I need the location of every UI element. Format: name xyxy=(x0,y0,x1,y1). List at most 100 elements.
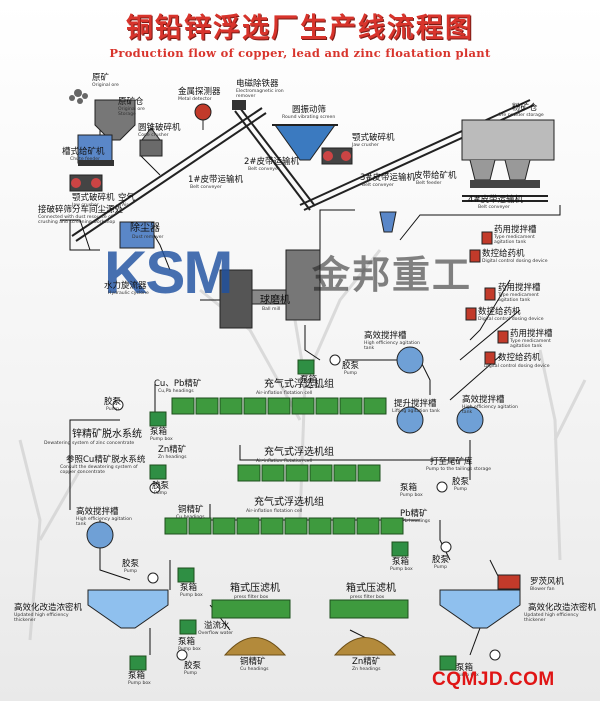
thickener-right-icon xyxy=(439,589,521,629)
ball-mill-icon xyxy=(219,249,321,329)
label-pump-box-1: 泵箱 xyxy=(300,375,318,385)
label-flot-group-3: 充气式浮选机组 xyxy=(254,497,324,508)
label-pump-box-3-en: Pump box xyxy=(400,493,423,498)
label-reagent-tank-1-en: Type medicament agitation tank xyxy=(494,235,535,245)
label-reagent-feeder-3-en: Digital control dosing device xyxy=(484,364,550,369)
label-magnetic-remover-en: Electromagnetic iron remover xyxy=(236,89,284,99)
label-cone-crusher-en: Cone crusher xyxy=(138,133,169,138)
label-flot-group-2-en: Air-inflation flotation cell xyxy=(256,459,313,464)
label-thickener-left: 高效化改造浓密机 xyxy=(14,603,83,613)
label-cupb-concentrate-en: Cu,Pb headings xyxy=(158,389,194,394)
label-overflow-water: 溢流水 xyxy=(204,621,230,631)
title-english: Production flow of copper, lead and zinc… xyxy=(109,46,491,60)
label-overflow-water-en: Overflow water xyxy=(198,631,234,636)
label-filter-press-right-en: press filter box xyxy=(350,595,385,600)
label-pump-box-2-en: Pump box xyxy=(150,437,173,442)
thickener-left-icon xyxy=(87,589,169,629)
label-agit-tank-1: 高效搅拌槽 xyxy=(364,331,407,341)
label-belt-4: 4#皮带运输机 xyxy=(468,195,524,205)
label-raw-ore: 原矿 xyxy=(92,73,110,83)
dust-remover-icon xyxy=(119,221,155,249)
label-cu-concentrate-en: Cu headings xyxy=(240,667,269,672)
label-pump-box-6-en: Pump box xyxy=(128,681,151,686)
label-ball-mill-en: Ball mill xyxy=(262,307,281,312)
label-slurry-pump-5: 胶泵 xyxy=(432,555,450,565)
label-belt-2-en: Belt conveyer xyxy=(248,167,280,172)
label-belt-1: 1#皮带运输机 xyxy=(188,175,244,185)
label-cu-dewater: 参照Cu精矿脱水系统 xyxy=(66,455,146,465)
agit-tank-1 xyxy=(396,346,424,374)
label-chute-feeder-en: Chute feeder xyxy=(70,157,101,162)
label-reagent-feeder-1-en: Digital control dosing device xyxy=(482,259,548,264)
label-cu-dewater-en: Consult the dewatering system of copper … xyxy=(60,465,138,475)
filter-press-left-icon xyxy=(211,599,291,619)
label-hydrocyclone-en: Hydraulic cyclone xyxy=(108,291,149,296)
label-hydrocyclone: 水力旋流器 xyxy=(104,281,147,291)
label-air-en: Air xyxy=(122,203,129,208)
label-dust-source: 接破碎筛分车间尘源处 xyxy=(38,205,124,215)
label-slurry-pump-3-en: Pump xyxy=(154,491,167,496)
label-cupb-concentrate: Cu、Pb精矿 xyxy=(154,379,202,389)
flotation-group-3 xyxy=(164,517,404,535)
label-belt-3-en: Belt conveyer xyxy=(362,183,394,188)
hydrocyclone-icon xyxy=(379,211,397,233)
label-belt-1-en: Belt conveyer xyxy=(190,185,222,190)
label-raw-ore-en: Original ore xyxy=(92,83,119,88)
label-pump-box-2: 泵箱 xyxy=(150,427,168,437)
label-dust-source-en: Connected with dust resource of crushing… xyxy=(38,215,116,225)
filter-press-right-icon xyxy=(329,599,409,619)
label-vibrating-screen-en: Round vibrating screen xyxy=(282,115,336,120)
label-slurry-pump-7: 胶泵 xyxy=(184,661,202,671)
label-reagent-feeder-2-en: Digital control dosing device xyxy=(478,317,544,322)
label-slurry-pump-6: 胶泵 xyxy=(122,559,140,569)
label-reagent-feeder-2: 数控给药机 xyxy=(478,307,521,317)
label-cone-crusher: 圆锥破碎机 xyxy=(138,123,181,133)
flotation-group-1 xyxy=(171,397,387,415)
brand-chinese: 金邦重工 xyxy=(312,253,473,297)
label-reagent-feeder-3: 数控给药机 xyxy=(498,353,541,363)
ore-bin-icon xyxy=(94,99,136,141)
label-lift-agit-tank-en: Lifting agitation tank xyxy=(392,409,440,414)
label-filter-press-left: 箱式压滤机 xyxy=(230,583,280,594)
label-pump-box-7: 泵箱 xyxy=(178,637,196,647)
label-filter-press-left-en: press filter box xyxy=(234,595,269,600)
chute-feeder-icon xyxy=(77,134,114,166)
label-agit-tank-1-en: High efficiency agitation tank xyxy=(364,341,420,351)
label-belt-2: 2#皮带运输机 xyxy=(244,157,300,167)
label-pump-box-5: 泵箱 xyxy=(180,583,198,593)
flotation-group-2 xyxy=(237,464,381,482)
agit-tank-2 xyxy=(456,406,484,434)
label-belt-feeder-en: Belt feeder xyxy=(416,181,442,186)
label-jaw-crusher-2: 颚式破碎机 xyxy=(352,133,395,143)
belt-3 xyxy=(299,99,531,206)
label-slurry-pump-7-en: Pump xyxy=(184,671,197,676)
label-slurry-pump-4-en: Pump xyxy=(454,487,467,492)
jaw-crusher-icon xyxy=(69,174,103,192)
metal-detector-icon xyxy=(194,103,212,130)
belt-2 xyxy=(234,110,311,211)
label-zn-dewater-en: Dewatering system of zinc concentrate xyxy=(44,441,135,446)
label-chute-feeder: 槽式给矿机 xyxy=(62,147,105,157)
label-slurry-pump-2: 胶泵 xyxy=(104,397,122,407)
label-pb-concentrate: Pb精矿 xyxy=(400,509,428,519)
label-ore-bin: 原矿仓 xyxy=(118,97,144,107)
label-slurry-pump-4: 胶泵 xyxy=(452,477,470,487)
label-flot-group-1: 充气式浮选机组 xyxy=(264,379,334,390)
label-agit-tank-2-en: High efficiency agitation tank xyxy=(462,405,518,415)
label-reagent-tank-3: 药用搅拌槽 xyxy=(510,329,553,339)
label-reagent-feeder-1: 数控给药机 xyxy=(482,249,525,259)
label-belt-3: 3#皮带运输机 xyxy=(360,173,416,183)
concentrate-piles xyxy=(223,637,397,656)
label-flot-group-3-en: Air-inflation flotation cell xyxy=(246,509,303,514)
label-cu-concentrate: 铜精矿 xyxy=(240,657,266,667)
magnetic-remover-icon xyxy=(232,100,246,110)
label-jaw-crusher-2-en: Jaw crusher xyxy=(352,143,379,148)
label-zn-concentrate-en: Zn headings xyxy=(158,455,187,460)
label-pump-box-8-en: Pump box xyxy=(456,673,479,678)
label-air: 空气 xyxy=(118,193,136,203)
label-reagent-tank-2-en: Type medicament agitation tank xyxy=(498,293,539,303)
lift-agit-tank xyxy=(396,406,424,434)
label-reagent-tank-2: 药用搅拌槽 xyxy=(498,283,541,293)
